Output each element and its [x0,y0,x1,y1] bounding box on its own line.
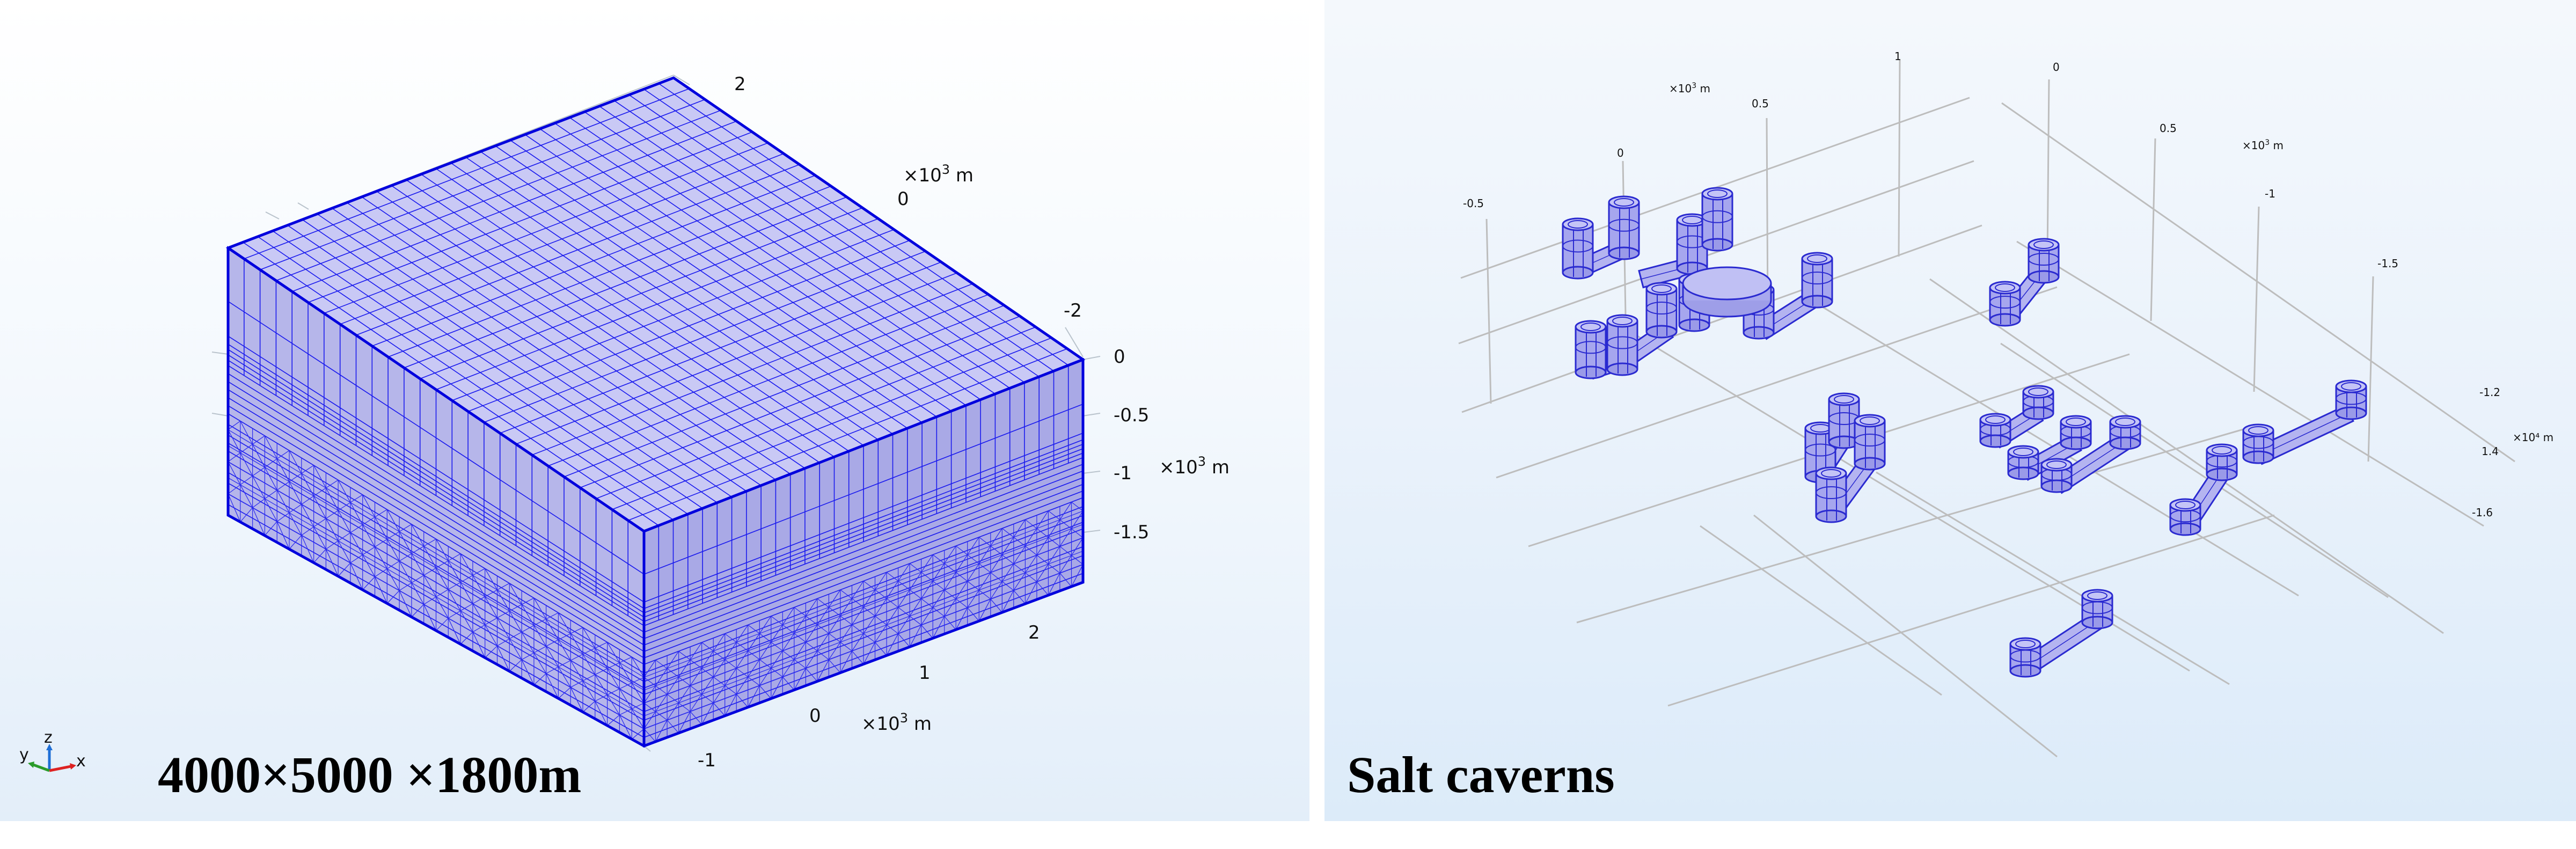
side-tick: -1.6 [2472,506,2493,519]
depth-axis-tick: 0 [1114,346,1125,368]
top-axis-tick: -2 [1064,300,1082,321]
cavern-disc [1682,266,1772,318]
back-tick-right: 0.5 [2160,122,2177,135]
mesh-outline [226,76,1085,748]
cavern-cylinder [1608,195,1640,260]
cavern-cylinder [2169,498,2201,536]
back-axis-unit-left: ×103 m [1669,82,1710,95]
front-axis-tick: -1 [698,750,716,771]
cavern-cylinder [1606,314,1638,376]
back-tick-left: -0.5 [1463,197,1484,210]
top-axis-tick: 0 [897,188,909,210]
cavern-cylinder [1979,413,2011,448]
salt-caverns-caption: Salt caverns [1347,746,1615,803]
mesh-block-view: 2 0 -2 ×103 m 0 -0.5 -1 -1.5 ×103 m 2 1 … [19,74,1230,772]
cavern-cylinder [2060,415,2092,450]
side-tick: -1.2 [2479,386,2500,399]
cavern-cylinder [1989,281,2021,327]
cavern-cylinder [2109,415,2141,450]
depth-axis-tick: -0.5 [1114,405,1149,426]
cavern-cylinder [2022,385,2054,420]
back-axis-unit-right: ×103 m [2242,138,2284,152]
back-tick-left: 0 [1617,147,1624,159]
side-tick: 1.4 [2482,445,2499,458]
back-tick-right: -1 [2265,187,2275,200]
front-axis-unit: ×103 m [861,711,932,735]
cavern-cylinder [1701,187,1733,252]
cavern-cylinder [1801,252,1833,309]
triad-z-label: z [44,728,53,747]
salt-caverns [1562,187,2367,678]
cavern-cylinder [1645,282,1678,339]
cavern-cylinder [1575,320,1607,379]
front-axis-tick: 0 [809,705,821,727]
back-tick-left: 0.5 [1752,97,1769,110]
depth-axis-unit: ×103 m [1159,454,1230,478]
cavern-cylinder [2009,637,2041,678]
front-axis-tick: 2 [1028,622,1040,643]
mesh-block-panel: 2 0 -2 ×103 m 0 -0.5 -1 -1.5 ×103 m 2 1 … [0,0,1309,821]
back-tick-right: -1.5 [2377,257,2398,270]
depth-axis-tick: -1.5 [1114,522,1149,543]
back-tick-left: 1 [1894,50,1901,63]
salt-caverns-panel: -0.5 0 0.5 1 ×103 m 0 0.5 -1 -1.5 ×103 m… [1324,0,2576,821]
triangular-mesh-layer [228,413,1083,746]
mesh-block-caption: 4000×5000 ×1800m [158,746,582,803]
top-face-mesh [243,83,1069,526]
top-axis-unit: ×103 m [903,162,974,186]
cavern-cylinder [2206,443,2238,481]
depth-axis-tick: -1 [1114,463,1132,484]
back-tick-right: 0 [2053,61,2060,74]
cavern-cylinder [2242,423,2274,464]
cavern-cylinder [1815,466,1847,523]
cavern-cylinder [2028,238,2060,284]
cavern-cylinder [1562,217,1594,280]
triad-y-label: y [19,745,29,764]
triad-x-label: x [76,752,86,771]
cavern-cylinder [2040,458,2073,493]
front-axis-tick: 1 [919,662,931,684]
top-axis-tick: 2 [734,74,746,95]
cavern-cylinder [2335,379,2367,420]
cavern-cylinder [2081,589,2113,630]
cavern-cylinder [2007,445,2039,480]
salt-caverns-view: -0.5 0 0.5 1 ×103 m 0 0.5 -1 -1.5 ×103 m… [1458,50,2553,758]
axis-triad-icon: z x y [19,728,86,772]
side-axis-unit: ×10⁴ m [2513,431,2553,444]
cavern-cylinder [1854,414,1886,471]
